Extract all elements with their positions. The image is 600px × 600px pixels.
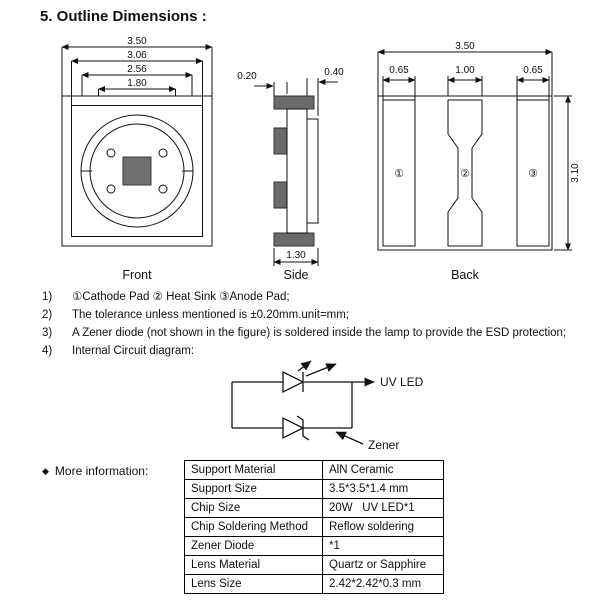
pad-1-label: ① bbox=[394, 168, 404, 180]
front-label: Front bbox=[122, 268, 152, 282]
note-number: 2) bbox=[42, 309, 53, 321]
spec-value: Quartz or Sapphire bbox=[322, 555, 444, 575]
note-text: ①Cathode Pad ② Heat Sink ③Anode Pad; bbox=[72, 291, 290, 303]
side-label: Side bbox=[283, 268, 308, 282]
diamond-bullet-icon: ◆ bbox=[42, 466, 49, 476]
note-line: 1) ①Cathode Pad ② Heat Sink ③Anode Pad; bbox=[42, 290, 590, 304]
table-row: Lens Size 2.42*2.42*0.3 mm bbox=[184, 574, 444, 594]
zener-symbol bbox=[282, 415, 310, 441]
note-line: 4) Internal Circuit diagram: bbox=[42, 344, 590, 358]
side-dim-lens: 0.40 bbox=[324, 67, 344, 78]
page-title: 5. Outline Dimensions : bbox=[40, 8, 207, 25]
back-label: Back bbox=[451, 268, 480, 282]
table-row: Support Size 3.5*3.5*1.4 mm bbox=[184, 479, 444, 499]
table-row: Chip Size 20W UV LED*1 bbox=[184, 498, 444, 518]
front-dim-2: 3.06 bbox=[127, 50, 147, 61]
side-view: 0.20 0.40 1.30 Side bbox=[237, 67, 344, 282]
spec-key: Chip Size bbox=[184, 498, 323, 518]
table-row: Lens Material Quartz or Sapphire bbox=[184, 555, 444, 575]
back-dim-pad-right: 0.65 bbox=[523, 65, 543, 76]
note-line: 3) A Zener diode (not shown in the figur… bbox=[42, 326, 590, 340]
zener-label: Zener bbox=[368, 438, 399, 452]
spec-key: Support Size bbox=[184, 479, 323, 499]
note-line: 2) The tolerance unless mentioned is ±0.… bbox=[42, 308, 590, 322]
more-information-section: ◆ More information: Support Material AlN … bbox=[42, 460, 444, 594]
front-dim-4: 1.80 bbox=[127, 78, 147, 89]
outline-drawing: 3.50 3.06 2.56 1.80 Front 0.20 0.40 bbox=[61, 36, 581, 282]
more-info-heading-text: More information: bbox=[54, 464, 149, 478]
pad-2-label: ② bbox=[460, 168, 470, 180]
spec-value: 2.42*2.42*0.3 mm bbox=[322, 574, 444, 594]
table-row: Support Material AlN Ceramic bbox=[184, 460, 444, 480]
note-text: A Zener diode (not shown in the figure) … bbox=[72, 327, 567, 339]
front-dim-3: 2.56 bbox=[127, 64, 147, 75]
back-view: 3.50 0.65 1.00 0.65 ① ② ③ 3.10 Back bbox=[377, 41, 581, 282]
front-view: 3.50 3.06 2.56 1.80 Front bbox=[61, 36, 213, 282]
side-dim-thickness: 1.30 bbox=[286, 250, 306, 261]
spec-value: 20W UV LED*1 bbox=[322, 498, 444, 518]
spec-value: 3.5*3.5*1.4 mm bbox=[322, 479, 444, 499]
pad-3-label: ③ bbox=[528, 168, 538, 180]
table-row: Zener Diode *1 bbox=[184, 536, 444, 556]
spec-key: Chip Soldering Method bbox=[184, 517, 323, 537]
back-dim-pad-center: 1.00 bbox=[455, 65, 475, 76]
spec-table: Support Material AlN Ceramic Support Siz… bbox=[184, 460, 444, 594]
back-dim-height: 3.10 bbox=[570, 163, 581, 183]
note-text: The tolerance unless mentioned is ±0.20m… bbox=[72, 309, 350, 321]
back-dim-width: 3.50 bbox=[455, 41, 475, 52]
table-row: Chip Soldering Method Reflow soldering bbox=[184, 517, 444, 537]
front-chip bbox=[122, 156, 152, 186]
note-text: Internal Circuit diagram: bbox=[72, 345, 195, 357]
front-dimension-lines bbox=[61, 44, 213, 92]
spec-key: Zener Diode bbox=[184, 536, 323, 556]
spec-key: Support Material bbox=[184, 460, 323, 480]
internal-circuit-diagram: UV LED Zener bbox=[231, 360, 424, 452]
side-dim-tab: 0.20 bbox=[237, 71, 257, 82]
spec-key: Lens Size bbox=[184, 574, 323, 594]
note-number: 3) bbox=[42, 327, 53, 339]
back-dim-pad-left: 0.65 bbox=[389, 65, 409, 76]
uv-led-symbol bbox=[282, 360, 337, 394]
spec-value: Reflow soldering bbox=[322, 517, 444, 537]
note-number: 4) bbox=[42, 345, 53, 357]
spec-value: *1 bbox=[322, 536, 444, 556]
more-info-heading: ◆ More information: bbox=[42, 460, 184, 478]
notes-list: 1) ①Cathode Pad ② Heat Sink ③Anode Pad; … bbox=[42, 290, 590, 362]
front-dim-overall: 3.50 bbox=[127, 36, 147, 47]
note-number: 1) bbox=[42, 291, 53, 303]
spec-value: AlN Ceramic bbox=[322, 460, 444, 480]
uv-led-label: UV LED bbox=[380, 375, 424, 389]
spec-key: Lens Material bbox=[184, 555, 323, 575]
